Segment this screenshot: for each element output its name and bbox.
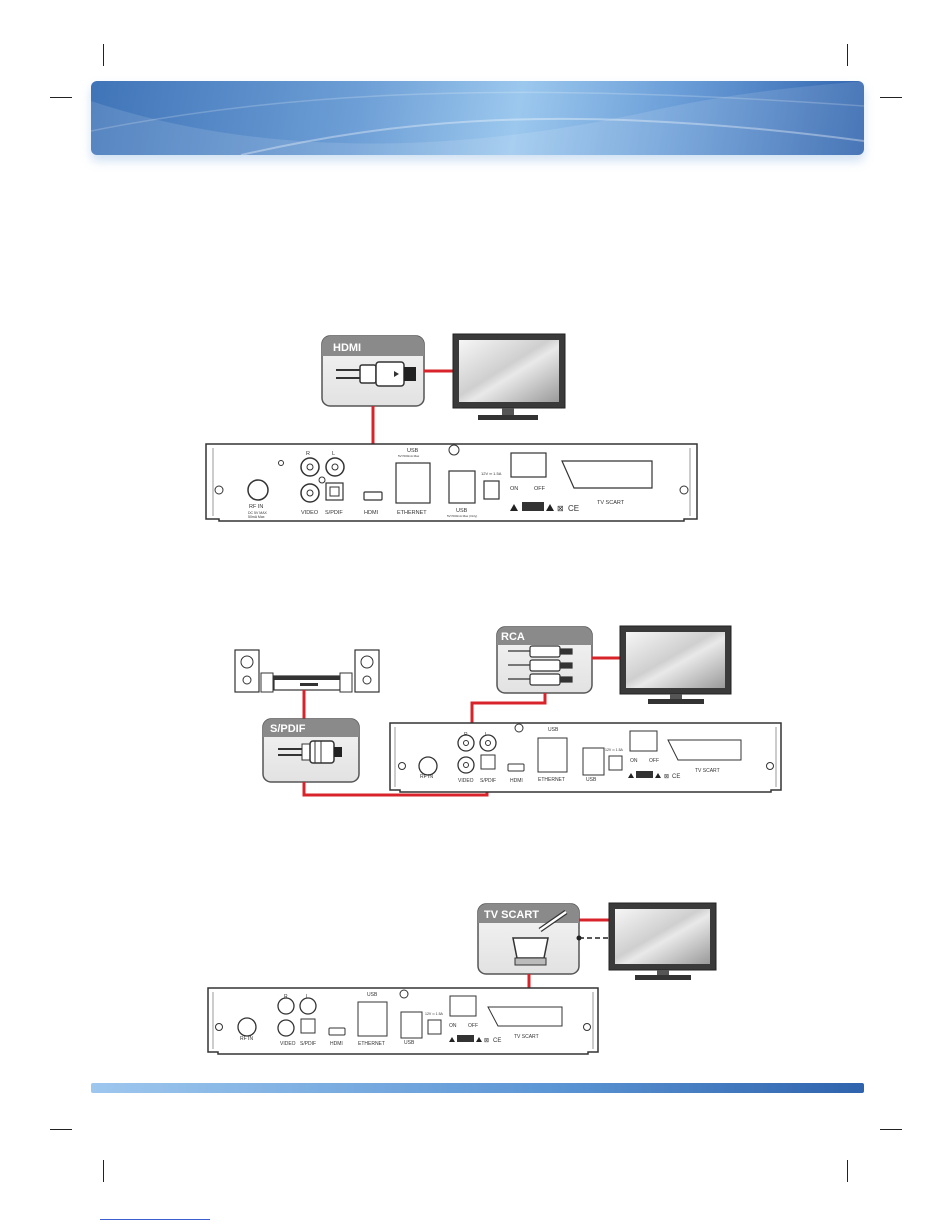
rca-box-label: RCA bbox=[501, 631, 525, 643]
rf-in-label: RF IN bbox=[249, 504, 263, 510]
banner-swoosh bbox=[91, 81, 864, 155]
rf-in-sub1: DC 5V MAX bbox=[248, 511, 268, 515]
crop-mark-bottom-right-h bbox=[880, 1129, 902, 1130]
usb-bottom-label: USB bbox=[404, 1040, 415, 1046]
video-label: VIDEO bbox=[280, 1041, 296, 1047]
rf-in-label: RF IN bbox=[240, 1036, 253, 1042]
crop-mark-top-left-h bbox=[50, 97, 72, 98]
usb-bottom-sub: 5V=500mA Max (Only) bbox=[447, 514, 477, 518]
hdmi-port-label: HDMI bbox=[364, 510, 379, 516]
on-label: ON bbox=[510, 486, 518, 492]
footer-bar bbox=[91, 1083, 864, 1093]
on-label: ON bbox=[630, 758, 638, 764]
usb-top-label: USB bbox=[548, 727, 559, 733]
svg-text:⊠: ⊠ bbox=[664, 774, 669, 780]
hdmi-port-label: HDMI bbox=[510, 778, 523, 784]
tv-scart-label: TV SCART bbox=[695, 768, 720, 774]
power-rating: 12V ═ 1.5A bbox=[605, 748, 624, 752]
ethernet-label: ETHERNET bbox=[397, 510, 427, 516]
header-banner bbox=[91, 81, 864, 155]
spdif-cable-box: S/PDIF bbox=[262, 718, 360, 783]
speaker-system-icon bbox=[234, 649, 380, 693]
hdmi-box-label: HDMI bbox=[333, 342, 361, 354]
spdif-label: S/PDIF bbox=[325, 510, 343, 516]
crop-mark-bottom-left-h bbox=[50, 1129, 72, 1130]
receiver-back-panel-3: RF IN R L VIDEO S/PDIF HDMI USB ETHERNET… bbox=[207, 987, 599, 1055]
spdif-label: S/PDIF bbox=[300, 1041, 316, 1047]
l-label: L bbox=[332, 451, 335, 457]
l-label: L bbox=[306, 994, 309, 1000]
crop-mark-bottom-left-v bbox=[103, 1160, 104, 1182]
hdmi-cable-box: HDMI bbox=[321, 335, 425, 407]
video-label: VIDEO bbox=[301, 510, 319, 516]
scart-box-label: TV SCART bbox=[484, 909, 539, 921]
crop-mark-top-left-v bbox=[103, 44, 104, 66]
receiver-back-panel-1: RF IN DC 5V MAX 50mA Max R L VIDEO S/PDI… bbox=[205, 443, 698, 522]
receiver-back-panel-2: RF IN R L VIDEO S/PDIF HDMI USB ETHERNET… bbox=[389, 722, 782, 793]
r-label: R bbox=[306, 451, 310, 457]
usb-bottom-label: USB bbox=[456, 508, 468, 514]
tv-scart-label: TV SCART bbox=[597, 500, 625, 506]
off-label: OFF bbox=[468, 1023, 478, 1029]
video-label: VIDEO bbox=[458, 778, 474, 784]
tv-scart-label: TV SCART bbox=[514, 1034, 539, 1040]
scart-cable-box: TV SCART bbox=[477, 903, 580, 975]
rf-in-sub2: 50mA Max bbox=[248, 515, 265, 519]
on-label: ON bbox=[449, 1023, 457, 1029]
usb-top-label: USB bbox=[367, 992, 378, 998]
usb-bottom-label: USB bbox=[586, 777, 597, 783]
usb-top-sub: 5V=500mA Max bbox=[398, 454, 420, 458]
ethernet-label: ETHERNET bbox=[538, 777, 565, 783]
tv-icon bbox=[608, 902, 717, 980]
svg-text:CE: CE bbox=[493, 1038, 501, 1044]
tv-icon bbox=[452, 333, 566, 420]
off-label: OFF bbox=[649, 758, 659, 764]
crop-mark-top-right-v bbox=[847, 44, 848, 66]
hdmi-port-label: HDMI bbox=[330, 1041, 343, 1047]
crop-mark-bottom-right-v bbox=[847, 1160, 848, 1182]
off-label: OFF bbox=[534, 486, 546, 492]
r-label: R bbox=[284, 994, 288, 1000]
power-rating: 12V ═ 1.5A bbox=[481, 471, 502, 476]
svg-text:CE: CE bbox=[568, 504, 579, 513]
spdif-box-label: S/PDIF bbox=[270, 723, 306, 735]
svg-text:CE: CE bbox=[672, 774, 680, 780]
tv-icon bbox=[619, 625, 732, 704]
svg-text:⊠: ⊠ bbox=[557, 504, 564, 513]
footer-link-underline bbox=[100, 1219, 210, 1220]
usb-top-label: USB bbox=[407, 448, 419, 454]
svg-text:⊠: ⊠ bbox=[484, 1038, 489, 1044]
spdif-label: S/PDIF bbox=[480, 778, 496, 784]
crop-mark-top-right-h bbox=[880, 97, 902, 98]
rf-in-label: RF IN bbox=[420, 774, 433, 780]
ethernet-label: ETHERNET bbox=[358, 1041, 385, 1047]
power-rating: 12V ═ 1.5A bbox=[425, 1012, 444, 1016]
rca-cable-box: RCA bbox=[496, 626, 593, 694]
